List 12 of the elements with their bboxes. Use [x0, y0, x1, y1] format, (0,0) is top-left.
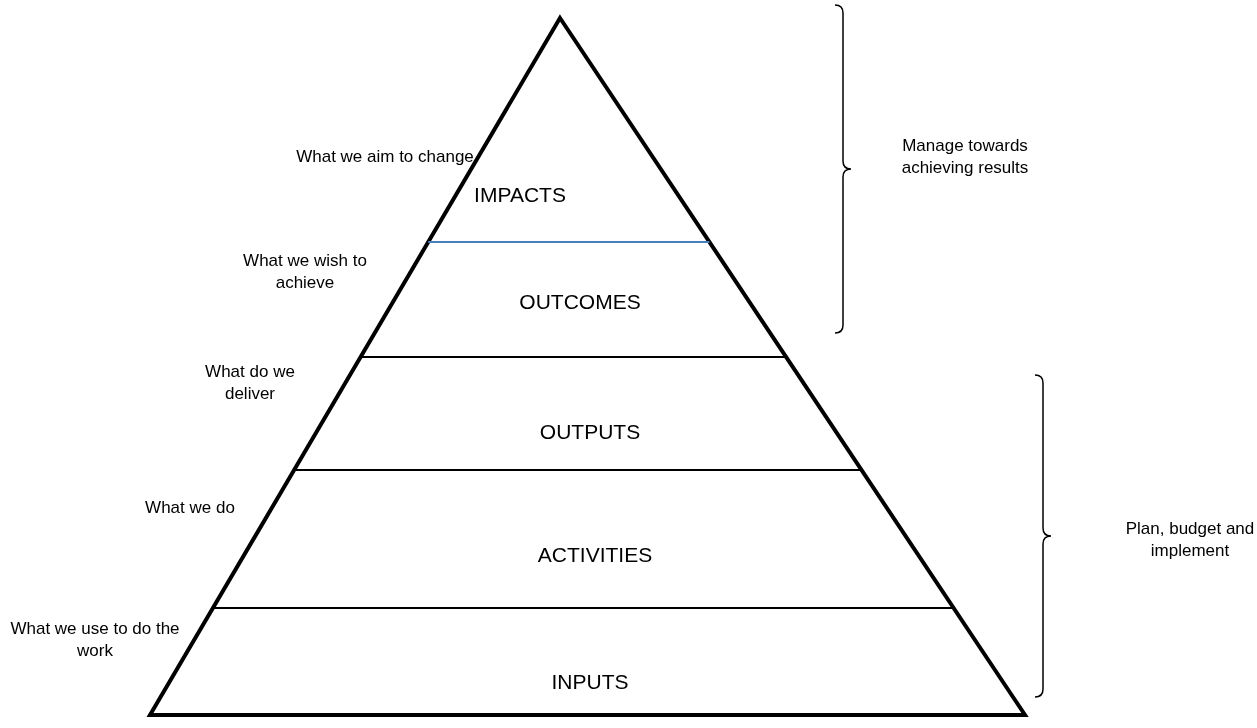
level-label: IMPACTS [474, 183, 566, 207]
level-description: What we use to do the work [9, 618, 181, 662]
level-label: OUTPUTS [539, 420, 641, 444]
level-label: ACTIVITIES [537, 543, 653, 567]
level-label: INPUTS [551, 670, 629, 694]
bracket-label: Plan, budget and implement [1125, 518, 1255, 562]
level-description: What do we deliver [204, 361, 296, 405]
level-label: OUTCOMES [519, 290, 641, 314]
level-description: What we aim to change [295, 146, 475, 168]
bracket-label: Manage towards achieving results [900, 135, 1030, 179]
level-description: What we do [144, 497, 236, 519]
level-description: What we wish to achieve [242, 250, 368, 294]
